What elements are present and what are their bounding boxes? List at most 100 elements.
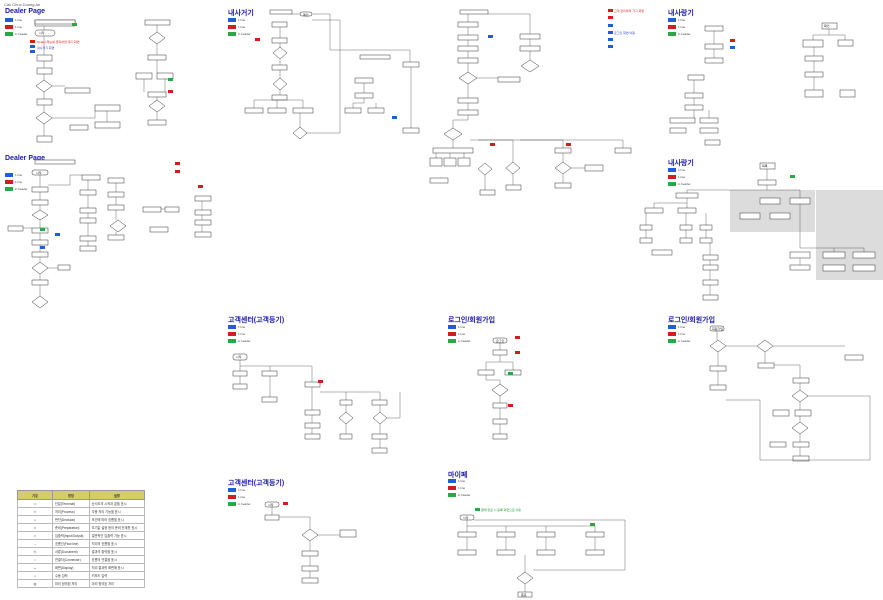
naesarang-flow-2 (639, 162, 876, 301)
node-label: 시작 (236, 355, 242, 359)
decision-diamond (554, 161, 572, 175)
process-box (794, 409, 812, 417)
process-box (709, 384, 727, 391)
decision-diamond (709, 339, 727, 353)
process-box (79, 235, 97, 242)
legend: 1 line 1 line in header (668, 167, 691, 188)
table-cell: 판단(Decision) (52, 515, 90, 524)
annotation-note: 결제 완료 시 등록 화면으로 이동 (481, 508, 522, 512)
process-box (267, 107, 287, 114)
process-box (802, 39, 824, 48)
process-box (519, 45, 541, 52)
process-box (789, 264, 811, 271)
legend-label: in header (238, 339, 251, 343)
process-box (804, 55, 824, 62)
process-box (789, 251, 811, 259)
red-tag-icon (255, 38, 260, 41)
process-box (64, 87, 91, 94)
symbol-shape-icon: ⬡ (17, 523, 53, 532)
process-box (699, 237, 713, 244)
table-row: ▱입출력(Input/Output)일반적인 입출력 기능 표시 (17, 531, 146, 540)
decision-diamond (35, 79, 53, 93)
legend-label: in header (238, 32, 251, 36)
decision-diamond (491, 383, 509, 397)
legend-swatch (228, 18, 236, 22)
table-cell: 단말(Terminal) (52, 499, 90, 508)
table-cell: 각종 처리 기능을 표시 (88, 507, 146, 516)
process-box (769, 441, 787, 448)
process-box (7, 225, 24, 232)
process-box (147, 91, 167, 98)
legend-swatch (228, 339, 236, 343)
legend-swatch (228, 25, 236, 29)
legend-swatch (228, 332, 236, 336)
annotation-note: 로그인 화면 이동 (614, 31, 635, 35)
table-header: 설명 (88, 490, 146, 500)
node-label: 목록 (762, 164, 768, 168)
process-box (769, 212, 791, 220)
legend: 1 line 1 line in header (5, 17, 28, 38)
section-title: 마이페 (448, 472, 468, 479)
legend-swatch (448, 332, 456, 336)
legend-swatch (448, 486, 456, 490)
legend-swatch (448, 493, 456, 497)
process-box (804, 71, 824, 78)
decision-diamond (35, 111, 53, 125)
legend: 1 line 1 line in header (228, 17, 251, 38)
process-box (492, 433, 508, 440)
legend: 1 line 1 line in header (228, 487, 251, 508)
table-cell: 흐름선(Flow line) (52, 539, 90, 548)
legend-label: 1 line (15, 18, 23, 22)
green-tag-icon (475, 508, 480, 511)
process-box (684, 104, 704, 111)
process-box (584, 164, 604, 172)
process-box (36, 98, 53, 106)
legend-swatch (228, 495, 236, 499)
table-cell: 서류(Document) (52, 547, 90, 556)
legend-label: in header (678, 182, 691, 186)
node-label: 시작 (268, 503, 274, 507)
page-caption: Cac Chuc Duong An (4, 2, 41, 7)
legend-swatch (448, 479, 456, 483)
process-box (702, 264, 719, 271)
process-box (492, 418, 508, 425)
legend: 1 line 1 line in header (448, 324, 471, 345)
process-box (457, 97, 479, 104)
dealer-flow-1 (34, 19, 121, 143)
process-box (709, 365, 727, 372)
legend-swatch (448, 325, 456, 329)
process-box (821, 22, 838, 30)
process-box (147, 119, 167, 126)
legend-label: 1 line (678, 168, 686, 172)
red-tag-icon (198, 185, 203, 188)
decision-diamond (791, 421, 809, 435)
symbol-shape-icon: → (17, 539, 53, 548)
process-box (57, 264, 71, 271)
decision-diamond (272, 46, 288, 60)
green-tag-icon (508, 372, 513, 375)
process-box (839, 89, 856, 98)
process-box (704, 57, 724, 64)
process-box (292, 107, 314, 114)
process-box (429, 157, 443, 167)
process-box (614, 147, 632, 154)
naesageo-flow (244, 9, 420, 140)
process-box (702, 279, 719, 286)
dealer-flow-1-right (135, 19, 174, 126)
process-box (244, 107, 264, 114)
process-box (704, 43, 724, 50)
process-box (135, 72, 153, 80)
decision-diamond (791, 389, 809, 403)
process-box (107, 191, 125, 198)
process-box (304, 381, 321, 388)
green-tag-icon (72, 23, 77, 26)
symbol-shape-icon: ⬭ (17, 499, 53, 508)
decision-diamond (372, 411, 388, 425)
node-label: 시작 (36, 171, 42, 175)
process-box (457, 34, 479, 41)
legend-label: in header (238, 502, 251, 506)
process-box (36, 54, 53, 62)
table-cell: 연결자(Connector) (52, 555, 90, 564)
process-box (675, 192, 699, 199)
